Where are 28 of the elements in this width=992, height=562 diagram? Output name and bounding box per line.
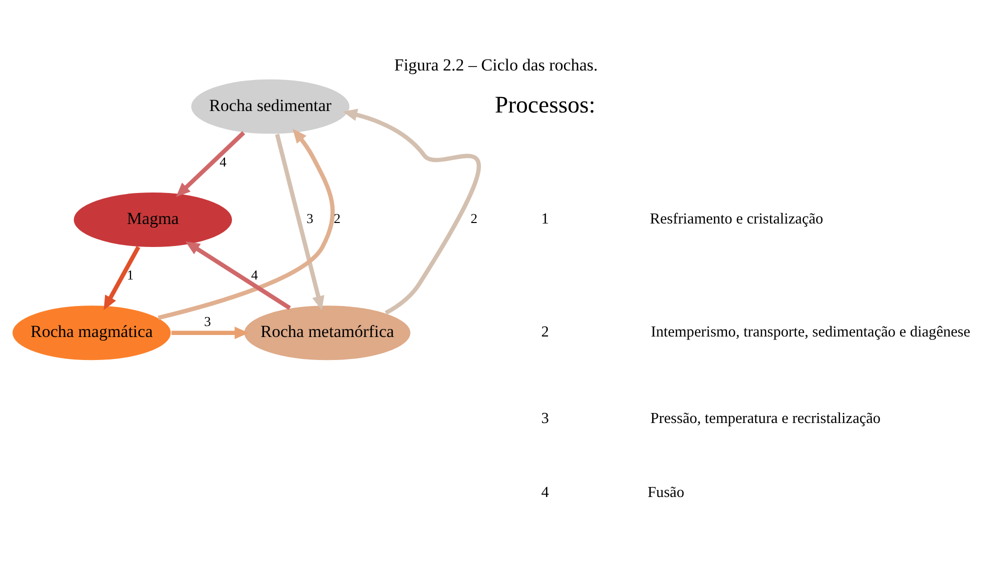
arrow	[158, 128, 335, 320]
diagram-title: Figura 2.2 – Ciclo das rochas.	[394, 55, 598, 74]
edge-label: 4	[251, 268, 258, 283]
label: 2	[541, 324, 549, 341]
arrow	[275, 134, 324, 310]
label: Processos:	[494, 92, 596, 118]
node-ellipse: Rocha metamórfica	[243, 304, 412, 361]
label: Intemperismo, transporte, sedimentação e diagênese	[650, 324, 970, 341]
arrow	[176, 131, 246, 197]
label: Resfriamento e cristalização	[650, 210, 824, 228]
edge-label: 3	[306, 210, 314, 226]
arrow	[185, 241, 291, 310]
edge-label: 2	[334, 210, 341, 226]
node-ellipse: Rocha sedimentar	[190, 78, 350, 135]
label: 3	[541, 410, 549, 428]
edge-label: 4	[220, 154, 227, 170]
label: 4	[541, 484, 549, 502]
arrow	[342, 108, 481, 315]
node-ellipse: Rocha magmática	[12, 304, 172, 361]
arrow	[104, 246, 140, 310]
label: 1	[541, 210, 549, 228]
node-ellipse: Magma	[72, 192, 233, 248]
edge-label: 1	[126, 268, 134, 283]
label: Pressão, temperatura e recristalização	[650, 410, 881, 428]
edge-label: 2	[470, 210, 478, 226]
label: Fusão	[648, 484, 684, 502]
edge-label: 3	[204, 314, 211, 329]
arrow	[171, 326, 249, 340]
